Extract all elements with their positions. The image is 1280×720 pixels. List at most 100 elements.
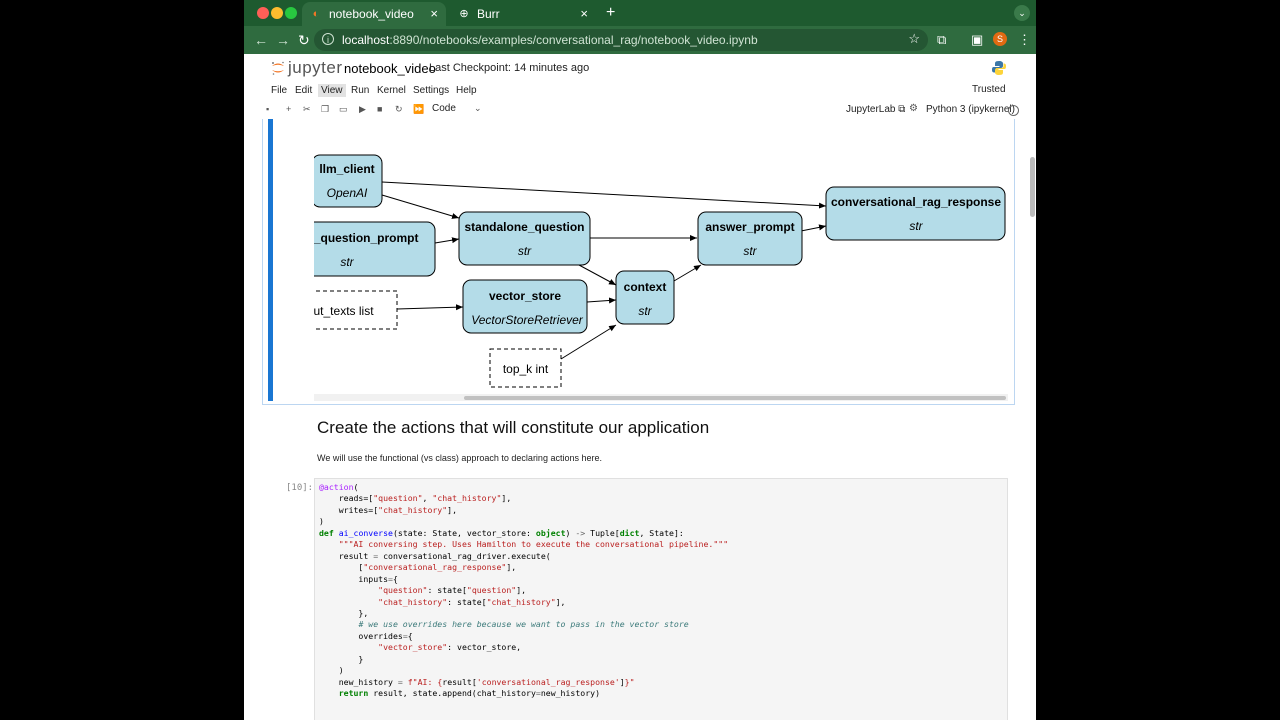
node-box: [462, 279, 588, 334]
address-bar-row: ← → ↻ i localhost:8890/notebooks/example…: [244, 26, 1036, 54]
code-cell-editor[interactable]: @action( reads=["question", "chat_histor…: [314, 478, 1008, 720]
close-window-button[interactable]: [257, 7, 269, 19]
code-content[interactable]: @action( reads=["question", "chat_histor…: [319, 482, 729, 699]
insert-cell-icon[interactable]: +: [286, 104, 292, 114]
bookmark-star-icon[interactable]: ☆: [908, 31, 920, 46]
tab-title: notebook_video: [329, 7, 414, 21]
edge-question-context: [578, 264, 617, 286]
node-name: standalone_question: [464, 220, 584, 234]
graph-input-input-texts: input_texts list: [314, 290, 398, 330]
menu-help[interactable]: Help: [456, 85, 477, 96]
node-type: OpenAI: [327, 186, 368, 200]
run-cell-icon[interactable]: ▶: [359, 104, 366, 114]
save-icon[interactable]: ▪: [266, 104, 270, 114]
scrollbar-thumb[interactable]: [464, 396, 1006, 400]
dataflow-graph: llm_client OpenAI standalone_question_pr…: [314, 119, 1006, 401]
browser-menu-icon[interactable]: ⋮: [1018, 32, 1031, 47]
profile-avatar[interactable]: S: [993, 32, 1007, 46]
graph-node-vector-store: vector_store VectorStoreRetriever: [462, 279, 588, 334]
restart-run-all-icon[interactable]: ⏩: [413, 104, 425, 114]
kernel-status-icon: [1008, 105, 1019, 116]
menu-settings[interactable]: Settings: [413, 85, 450, 96]
node-box: [314, 154, 383, 208]
jupyter-wordmark: jupyter: [288, 58, 343, 77]
node-type: str: [340, 255, 354, 269]
jupyter-menu-bar: File Edit View Run Kernel Settings Help …: [244, 82, 1036, 100]
address-bar[interactable]: i localhost:8890/notebooks/examples/conv…: [314, 29, 928, 51]
restart-kernel-icon[interactable]: ↻: [395, 104, 403, 114]
side-panel-icon[interactable]: ▣: [971, 32, 984, 47]
last-checkpoint: Last Checkpoint: 14 minutes ago: [429, 62, 590, 74]
globe-icon: ⊕: [459, 8, 469, 20]
output-cell[interactable]: [262, 119, 1015, 405]
menu-view[interactable]: View: [318, 84, 346, 97]
markdown-heading: Create the actions that will constitute …: [317, 418, 710, 437]
graph-node-context: context str: [615, 270, 675, 325]
url-host: localhost: [342, 33, 390, 47]
tab-burr[interactable]: ⊕ Burr ×: [450, 2, 596, 26]
node-name: conversational_rag_response: [831, 195, 1001, 209]
menu-file[interactable]: File: [271, 85, 288, 96]
new-tab-icon[interactable]: +: [606, 4, 616, 21]
edge-context-answer: [673, 264, 702, 282]
edge-prompt-question: [434, 237, 460, 244]
paste-icon[interactable]: ▭: [339, 104, 348, 114]
open-jupyterlab-button[interactable]: JupyterLab ⧉: [846, 104, 905, 115]
input-label: input_texts list: [314, 304, 374, 318]
menu-edit[interactable]: Edit: [295, 85, 313, 96]
edge-topk-context: [560, 324, 617, 360]
back-icon[interactable]: ←: [254, 32, 268, 48]
node-name: vector_store: [489, 289, 561, 303]
tab-notebook-video[interactable]: ◐ notebook_video ×: [302, 2, 446, 26]
trusted-indicator[interactable]: Trusted: [972, 84, 1006, 95]
graph-node-conversational-rag-response: conversational_rag_response str: [825, 186, 1006, 241]
cell-type-value: Code: [432, 103, 456, 114]
edge-answer-response: [800, 224, 827, 232]
node-box: [458, 211, 591, 266]
notebook-name[interactable]: notebook_video: [344, 61, 436, 76]
node-type: str: [518, 244, 532, 258]
notebook-vertical-scrollbar[interactable]: [1028, 119, 1036, 720]
node-type: str: [743, 244, 757, 258]
extensions-icon[interactable]: ⧉: [937, 32, 947, 47]
site-info-icon[interactable]: i: [322, 33, 334, 45]
menu-run[interactable]: Run: [351, 85, 370, 96]
minimize-window-button[interactable]: [271, 7, 283, 19]
graph-node-standalone-question-prompt: standalone_question_prompt str: [314, 221, 436, 277]
close-tab-icon[interactable]: ×: [430, 6, 438, 21]
node-name: standalone_question_prompt: [314, 231, 419, 245]
cut-icon[interactable]: ✂: [303, 104, 311, 114]
menu-kernel[interactable]: Kernel: [377, 85, 406, 96]
edge-llm-client-response: [381, 181, 827, 209]
kernel-name[interactable]: Python 3 (ipykernel): [926, 104, 1015, 115]
forward-icon[interactable]: →: [276, 32, 290, 48]
python-logo-icon: [992, 61, 1006, 75]
dataflow-graph-svg: llm_client OpenAI standalone_question_pr…: [314, 154, 1006, 388]
active-cell-indicator[interactable]: [268, 119, 273, 401]
graph-node-standalone-question: standalone_question str: [458, 211, 591, 266]
close-tab-icon[interactable]: ×: [580, 6, 588, 21]
copy-icon[interactable]: ❐: [321, 104, 330, 114]
tab-bar: ◐ notebook_video × ⊕ Burr × + ⌄: [244, 0, 1036, 26]
scrollbar-thumb[interactable]: [1030, 157, 1035, 217]
external-link-icon: ⧉: [898, 104, 906, 115]
interrupt-kernel-icon[interactable]: ■: [377, 104, 383, 114]
reload-icon[interactable]: ↻: [298, 32, 310, 48]
graph-horizontal-scrollbar[interactable]: [314, 394, 1008, 401]
node-type: VectorStoreRetriever: [471, 313, 584, 327]
maximize-window-button[interactable]: [285, 7, 297, 19]
kernel-settings-icon[interactable]: ⚙: [909, 103, 918, 114]
notebook-content: llm_client OpenAI standalone_question_pr…: [244, 119, 1036, 720]
cell-type-select[interactable]: Code⌄: [432, 103, 482, 114]
url-path: :8890/notebooks/examples/conversational_…: [389, 33, 758, 47]
node-box: [697, 211, 803, 266]
edge-input-texts-vector: [396, 304, 464, 311]
node-type: str: [909, 219, 923, 233]
graph-node-llm-client: llm_client OpenAI: [314, 154, 383, 208]
browser-window: ◐ notebook_video × ⊕ Burr × + ⌄ ← → ↻ i …: [244, 0, 1036, 720]
url-text[interactable]: localhost:8890/notebooks/examples/conver…: [342, 32, 758, 48]
notebook-toolbar: ▪ + ✂ ❐ ▭ ▶ ■ ↻ ⏩ Code⌄ JupyterLab ⧉ ⚙ P…: [244, 100, 1036, 120]
tab-search-chevron-icon[interactable]: ⌄: [1014, 5, 1030, 21]
jupyter-favicon-icon: ◐: [312, 8, 320, 20]
jupyter-logo-icon[interactable]: [270, 60, 286, 76]
